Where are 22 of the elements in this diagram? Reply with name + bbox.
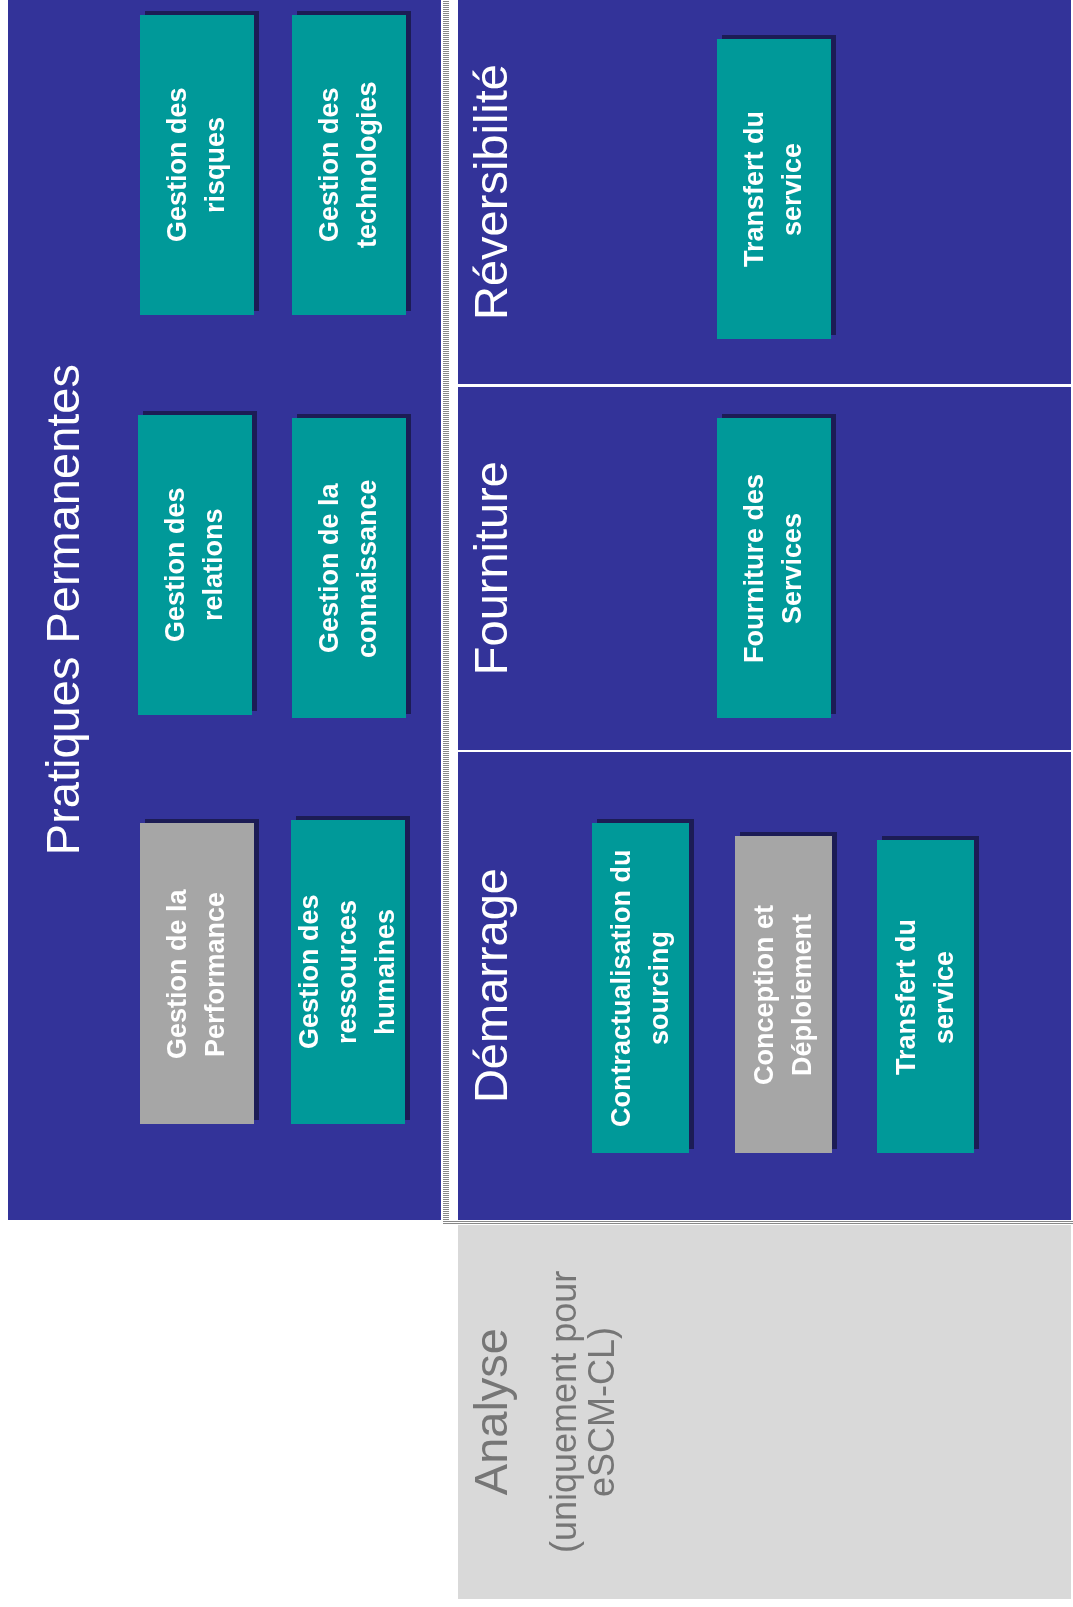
panel-heading: Réversibilité (466, 64, 516, 320)
panel-subheading: (uniquement pour eSCM-CL) (545, 1269, 621, 1556)
panel-heading: Analyse (466, 1328, 516, 1496)
box-label: Conception et Déploiement (747, 903, 818, 1087)
phase-panel (458, 752, 1071, 1220)
box-label: Transfert du service (889, 917, 960, 1077)
box-label: Gestion des technologies (313, 80, 383, 251)
box-label: Gestion des relations (159, 486, 229, 645)
panel-heading: Démarrage (466, 868, 516, 1104)
box-label: Contractualisation du sourcing (604, 848, 675, 1128)
panel-heading: Pratiques Permanentes (38, 364, 88, 856)
box-label: Gestion des ressources humaines (293, 893, 401, 1052)
phase-panel (458, 0, 1071, 384)
phase-panel (458, 387, 1071, 750)
panel-heading: Fourniture (466, 461, 516, 676)
box-label: Fourniture des Services (738, 472, 808, 665)
box-label: Transfert du service (738, 110, 808, 269)
box-label: Gestion des risques (161, 86, 231, 245)
phase-panel (458, 1225, 1071, 1599)
phase-panel (8, 0, 441, 1220)
box-label: Gestion de la Performance (161, 887, 231, 1061)
box-label: Gestion de la connaissance (313, 477, 383, 660)
